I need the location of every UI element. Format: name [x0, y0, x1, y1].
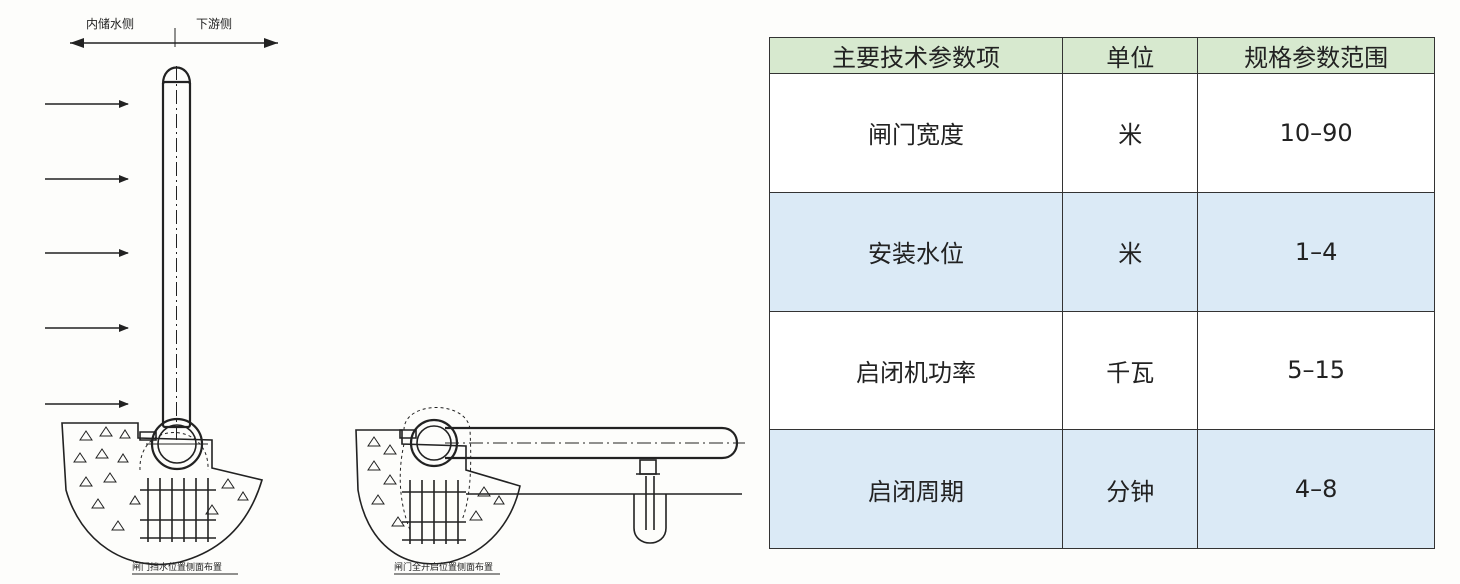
- cell-item: 闸门宽度: [768, 73, 1064, 193]
- cell-unit: 米: [1062, 191, 1199, 312]
- table-row: 安装水位 米 1–4: [768, 191, 1435, 312]
- gate-open-section: 闸门全开启位置侧面布置: [355, 407, 745, 575]
- caption-retaining: 闸门挡水位置侧面布置: [132, 561, 222, 573]
- technical-parameters-table: 主要技术参数项 单位 规格参数范围 闸门宽度 米 10–90 安装水位 米 1–…: [768, 37, 1435, 549]
- cell-item: 启闭周期: [768, 429, 1064, 549]
- support-pit: [633, 494, 667, 544]
- header-parameter-item: 主要技术参数项: [768, 37, 1064, 74]
- header-unit: 单位: [1062, 37, 1199, 74]
- upstream-label: 内储水侧: [86, 16, 134, 31]
- flow-direction-arrow: [70, 28, 278, 48]
- gate-section-diagram: 内储水侧 下游侧: [45, 16, 745, 575]
- header-spec-range: 规格参数范围: [1197, 37, 1435, 74]
- hinge-drum-right: [409, 418, 459, 468]
- water-pressure-arrows: [45, 100, 129, 408]
- cell-range: 4–8: [1197, 429, 1435, 549]
- cell-item: 启闭机功率: [768, 310, 1064, 431]
- concrete-foundation-open: [355, 429, 521, 565]
- anchor-bars-left: [140, 478, 216, 542]
- concrete-foundation: [61, 422, 264, 566]
- cell-range: 5–15: [1197, 310, 1435, 431]
- table-header-row: 主要技术参数项 单位 规格参数范围: [768, 37, 1435, 74]
- cell-unit: 米: [1062, 73, 1199, 193]
- cell-unit: 分钟: [1062, 429, 1199, 549]
- cell-range: 10–90: [1197, 73, 1435, 193]
- cell-unit: 千瓦: [1062, 310, 1199, 431]
- table-row: 启闭周期 分钟 4–8: [768, 429, 1435, 549]
- cell-item: 安装水位: [768, 191, 1064, 312]
- concrete-hatching: [73, 426, 249, 531]
- downstream-label: 下游侧: [196, 17, 232, 31]
- cell-range: 1–4: [1197, 191, 1435, 312]
- caption-open: 闸门全开启位置侧面布置: [394, 561, 493, 573]
- table-row: 启闭机功率 千瓦 5–15: [768, 310, 1435, 431]
- gate-retaining-section: 闸门挡水位置侧面布置: [61, 66, 264, 575]
- table-row: 闸门宽度 米 10–90: [768, 73, 1435, 193]
